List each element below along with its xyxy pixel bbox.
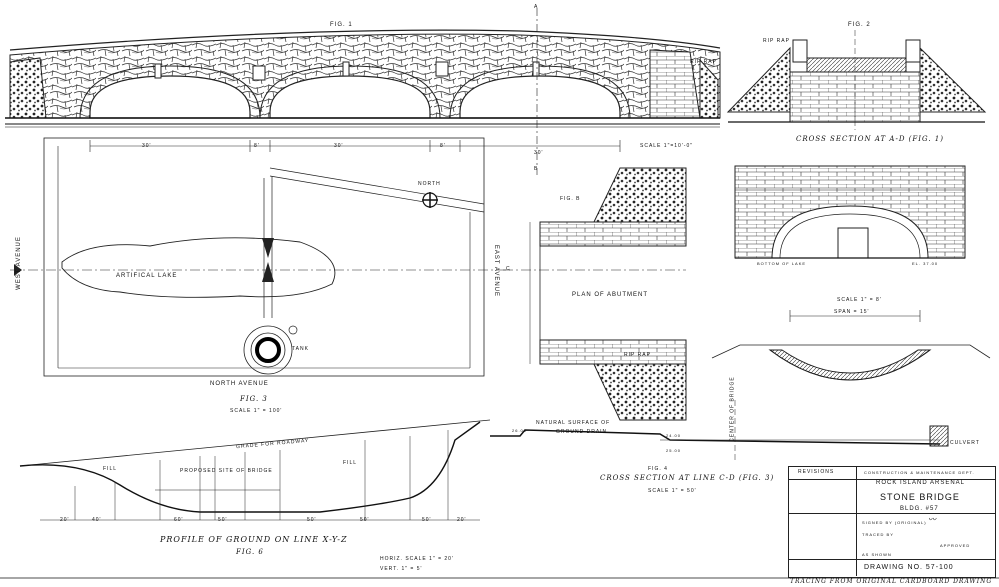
fig4-natural-surface: NATURAL SURFACE OF (536, 420, 611, 426)
title-block (788, 466, 996, 578)
arch-span: SPAN = 15' (834, 309, 870, 315)
figB-label: FIG. B (560, 196, 581, 202)
fig3-north-label: NORTH (418, 181, 441, 187)
fig2-cross-section (726, 30, 987, 130)
fig6-dim-8: 20' (457, 517, 467, 523)
fig1-dim-4: 8' (440, 143, 446, 149)
arch-scale: SCALE 1" = 8' (837, 297, 882, 303)
fig1-rip-rap-label: RIP RAP (690, 59, 717, 65)
fig6-dim-2: 40' (92, 517, 102, 523)
fig1-dim-3: 30' (334, 143, 344, 149)
fig4-ground-drain: GROUND DRAIN (556, 429, 608, 435)
fig6-dim-7: 50' (422, 517, 432, 523)
fig1-dim-2: 8' (254, 143, 260, 149)
footer-note: TRACING FROM ORIGINAL CARDBOARD DRAWING (790, 578, 993, 585)
drawing-title: STONE BRIDGE (880, 492, 960, 502)
fig6-dim-1: 20' (60, 517, 70, 523)
section-marker-a: A (534, 4, 539, 10)
fig6-horiz-scale: HORIZ. SCALE 1" = 20' (380, 556, 454, 562)
arsenal-label: ROCK ISLAND ARSENAL (876, 480, 966, 486)
building-number: BLDG. #57 (900, 506, 939, 512)
arch-section (711, 310, 991, 381)
fig1-dim-5: 30' (534, 150, 544, 156)
fig4-label: FIG. 4 (648, 466, 668, 472)
fig6-label: FIG. 6 (236, 548, 264, 556)
title-block-divider (789, 513, 995, 514)
fig1-scale: SCALE 1"=10'-0" (640, 143, 693, 149)
fig2-rip-rap-label: RIP RAP (763, 38, 790, 44)
fig6-dim-5: 50' (307, 517, 317, 523)
fig1-bridge-elevation (5, 8, 721, 175)
fig6-proposed-label: PROPOSED SITE OF BRIDGE (180, 468, 273, 474)
office-label: CONSTRUCTION & MAINTENANCE DEPT. (864, 470, 975, 475)
fig6-dim-6: 50' (360, 517, 370, 523)
fig4-center-of-bridge: CENTER OF BRIDGE (729, 376, 736, 442)
figB-abutment-plan (503, 167, 687, 421)
headwall-elevation: EL. 37.00 (912, 261, 939, 266)
fig6-vert-scale: VERT. 1" = 5' (380, 566, 423, 572)
fig4-elevation-1: 26.00 (512, 428, 528, 433)
fig6-fill-right: FILL (343, 460, 358, 466)
fig4-cross-section (490, 400, 949, 460)
water-tank (255, 337, 281, 363)
fig6-profile (19, 419, 491, 521)
fig1-dim-1: 30' (142, 143, 152, 149)
fig4-elevation-3: 25.00 (666, 448, 682, 453)
fig4-caption: CROSS SECTION AT LINE C-D (FIG. 3) (600, 474, 775, 482)
revisions-label: REVISIONS (798, 469, 835, 475)
fig4-culvert: CULVERT (950, 440, 980, 446)
signature: 〰 (928, 515, 937, 524)
fig3-west-avenue: WEST AVENUE (15, 236, 22, 290)
fig6-dim-4: 50' (218, 517, 228, 523)
fig6-title: PROFILE OF GROUND ON LINE X-Y-Z (160, 535, 348, 544)
fig2-label: FIG. 2 (848, 22, 871, 28)
artificial-lake (61, 237, 336, 298)
fig3-tank-label: TANK (292, 346, 309, 352)
fig3-north-avenue: NORTH AVENUE (210, 381, 269, 387)
fig3-lake-label: ARTIFICAL LAKE (116, 273, 178, 279)
as-shown-label: AS SHOWN (862, 552, 892, 557)
title-block-divider (789, 479, 995, 480)
signed-label: SIGNED BY (ORIGINAL) (862, 520, 927, 525)
revisions-column (788, 466, 857, 576)
fig6-dim-3: 60' (174, 517, 184, 523)
figB-plan-label: PLAN of ABUTMENT (572, 292, 649, 298)
traced-label: TRACED BY (862, 532, 894, 537)
fig4-scale: SCALE 1" = 50' (648, 488, 697, 494)
headwall-elevation (734, 165, 966, 259)
figB-rip-rap-label: RIP RAP (624, 352, 651, 358)
fig3-point-c: C (506, 266, 511, 272)
fig1-label: FIG. 1 (330, 22, 353, 28)
title-block-divider (789, 559, 995, 560)
fig3-scale: SCALE 1" = 100' (230, 408, 283, 414)
fig4-elevation-2: 24.00 (666, 433, 682, 438)
section-marker-b: B (534, 166, 539, 172)
headwall-bottom-of-lake: BOTTOM OF LAKE (757, 261, 807, 266)
fig6-fill-left: FILL (103, 466, 118, 472)
drawing-number: DRAWING NO. 57-100 (864, 564, 954, 571)
fig3-east-avenue: EAST AVENUE (493, 244, 500, 298)
approved-label: APPROVED (940, 543, 971, 548)
fig3-site-plan (10, 137, 510, 377)
fig2-caption: CROSS SECTION AT A-D (FIG. 1) (796, 135, 944, 143)
fig3-label: FIG. 3 (240, 395, 268, 403)
